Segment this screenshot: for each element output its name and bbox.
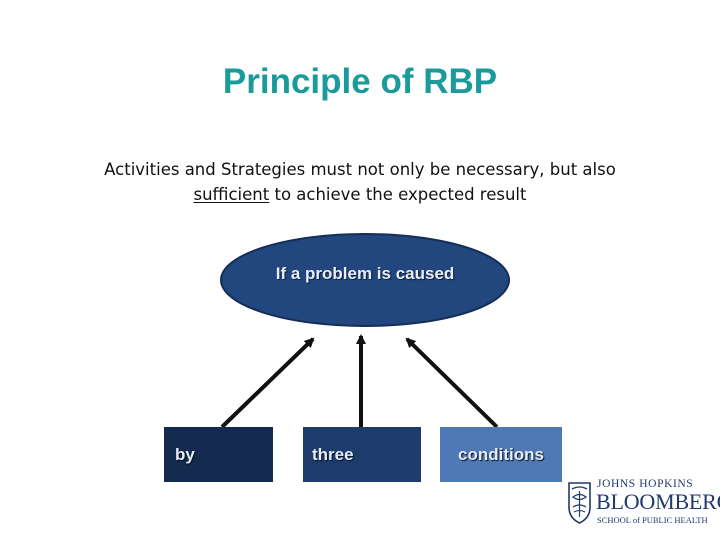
jhsph-logo: JOHNS HOPKINS BLOOMBERG SCHOOL of PUBLIC…	[563, 478, 720, 528]
arrow-left	[220, 337, 315, 429]
condition-box-by-label: by	[175, 444, 195, 464]
logo-text-school: SCHOOL of PUBLIC HEALTH	[597, 515, 708, 525]
condition-box-three-label: three	[312, 444, 354, 464]
condition-box-three: three	[303, 427, 421, 482]
condition-box-conditions-label: conditions	[458, 444, 544, 464]
arrow-right	[405, 337, 499, 429]
shield-crest-icon	[568, 482, 591, 524]
logo-text-johns-hopkins: JOHNS HOPKINS	[597, 478, 694, 490]
slide-title: Principle of RBP	[222, 62, 498, 101]
condition-box-conditions: conditions	[440, 427, 562, 482]
subtitle-text-line1: Activities and Strategies must not only …	[104, 160, 616, 179]
problem-ellipse	[220, 233, 510, 327]
logo-text-bloomberg: BLOOMBERG	[596, 489, 720, 514]
subtitle-text-line2: to achieve the expected result	[269, 185, 527, 204]
slide-subtitle: Activities and Strategies must not only …	[60, 157, 660, 207]
condition-box-by: by	[164, 427, 273, 482]
problem-ellipse-label: If a problem is caused	[275, 264, 455, 283]
subtitle-underlined-word: sufficient	[193, 185, 270, 204]
